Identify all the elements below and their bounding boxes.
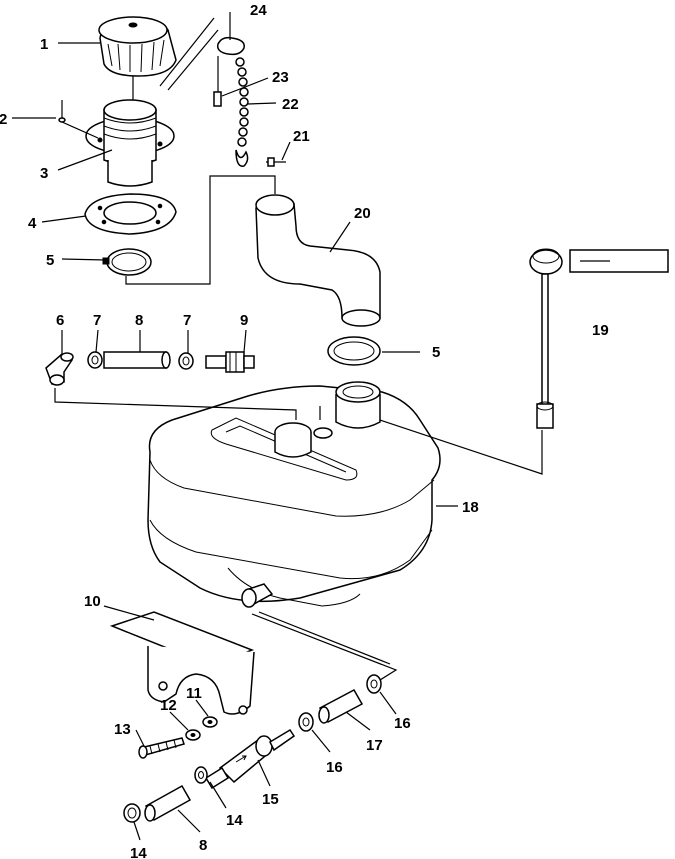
callout-17: 17 xyxy=(366,737,383,754)
leader-lines xyxy=(12,12,458,841)
callout-15: 15 xyxy=(262,791,279,808)
fuel-hose-lower xyxy=(144,784,192,822)
callout-1: 1 xyxy=(40,36,48,53)
callout-24: 24 xyxy=(250,2,267,19)
callout-6: 6 xyxy=(56,312,64,329)
callout-8b: 8 xyxy=(199,837,207,854)
callout-16b: 16 xyxy=(326,759,343,776)
fuel-filter xyxy=(204,728,296,790)
filler-hose xyxy=(255,194,381,327)
bolt xyxy=(138,737,185,759)
hose-clamp-small-a xyxy=(87,351,103,369)
screw xyxy=(58,100,99,139)
callout-20: 20 xyxy=(354,205,371,222)
callout-19: 19 xyxy=(592,322,609,339)
fuel-gauge-sender xyxy=(529,248,669,429)
callout-12: 12 xyxy=(160,697,177,714)
callout-7a: 7 xyxy=(93,312,101,329)
washer-12 xyxy=(185,729,201,741)
callout-23: 23 xyxy=(272,69,289,86)
callout-8a: 8 xyxy=(135,312,143,329)
fuel-shutoff-valve xyxy=(205,351,255,373)
gasket xyxy=(84,193,177,235)
fuel-tank xyxy=(147,381,441,608)
callout-5a: 5 xyxy=(46,252,54,269)
callout-11: 11 xyxy=(186,685,202,702)
callout-14a: 14 xyxy=(130,845,147,859)
hose-clamp-small-b xyxy=(178,352,194,370)
cap-chain xyxy=(213,36,249,167)
callout-10: 10 xyxy=(84,593,101,610)
washer-11 xyxy=(202,716,218,728)
mounting-bracket xyxy=(109,611,255,715)
hose-clamp-16b xyxy=(366,674,382,694)
filler-neck xyxy=(85,99,175,187)
callout-21: 21 xyxy=(293,128,310,145)
fuel-hose-17 xyxy=(318,688,364,724)
callout-16a: 16 xyxy=(394,715,411,732)
callout-9: 9 xyxy=(240,312,248,329)
fuel-hose-upper xyxy=(103,351,171,369)
hose-clamp-14b xyxy=(123,803,141,823)
callout-18: 18 xyxy=(462,499,479,516)
hose-clamp-lower xyxy=(327,336,381,366)
callout-7b: 7 xyxy=(183,312,191,329)
callout-13: 13 xyxy=(114,721,131,738)
hose-clamp-16a xyxy=(298,712,314,732)
assembly-lines xyxy=(54,17,543,681)
fuel-cap xyxy=(98,16,177,100)
chain-screw xyxy=(266,157,286,167)
callout-labels: 1 2 3 4 5 5 6 7 7 8 8 9 10 11 12 13 14 1… xyxy=(0,2,609,859)
callout-14b: 14 xyxy=(226,812,243,829)
hose-clamp-14a xyxy=(194,766,208,784)
callout-2: 2 xyxy=(0,111,7,128)
callout-5b: 5 xyxy=(432,344,440,361)
elbow-fitting xyxy=(45,352,74,386)
callout-4: 4 xyxy=(28,215,37,232)
hose-clamp-upper xyxy=(102,248,152,276)
callout-3: 3 xyxy=(40,165,48,182)
callout-22: 22 xyxy=(282,96,299,113)
